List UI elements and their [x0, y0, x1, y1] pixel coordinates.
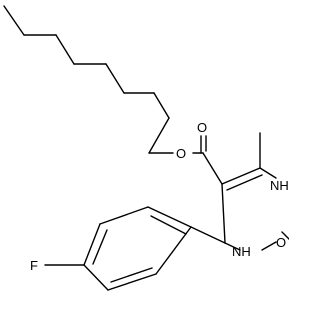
bond-aryl-5-inner [110, 267, 153, 283]
ester-group [192, 135, 223, 185]
hexyl-chain [3, 5, 174, 154]
bond-aryl-6 [155, 226, 192, 275]
pyrimidine-ring [221, 132, 289, 251]
bond-hexyl-8 [148, 117, 170, 154]
atom-keto-oxygen: O [276, 235, 286, 250]
atom-ester-oxygen: O [176, 146, 186, 161]
bond-c5-c6-a [221, 167, 261, 185]
bond-hexyl-5 [105, 63, 125, 94]
bond-c2-n3 [261, 241, 277, 251]
atom-nh-bottom: NH [232, 244, 251, 259]
atom-carbonyl-oxygen: O [197, 120, 207, 135]
bond-aryl-3-inner [92, 229, 108, 265]
bond-n3-c4 [224, 242, 241, 251]
bond-aryl-4 [83, 264, 109, 291]
bond-aryl-5 [107, 273, 157, 291]
bond-aryl-1-inner [150, 215, 187, 235]
bond-c2-o-a [281, 231, 289, 240]
bond-aryl-3 [83, 223, 101, 266]
bond-c4-c5 [221, 183, 226, 244]
bond-c5-c6-b [226, 174, 263, 191]
molecule-diagram: O O NH NH O F [3, 5, 289, 291]
bond-hexyl-3 [55, 34, 75, 65]
bond-aryl-2 [99, 206, 149, 225]
bond-c4-aryl [190, 226, 226, 244]
bond-carbonyl-to-ring [202, 152, 223, 185]
bond-aryl-1 [147, 206, 192, 228]
fluorophenyl-ring [44, 206, 226, 291]
atom-fluorine: F [30, 258, 38, 273]
bond-c6-n1 [259, 167, 277, 179]
bond-hexyl-7 [153, 92, 170, 119]
atom-nh-top: NH [270, 178, 289, 193]
bond-hexyl-1 [3, 5, 25, 36]
